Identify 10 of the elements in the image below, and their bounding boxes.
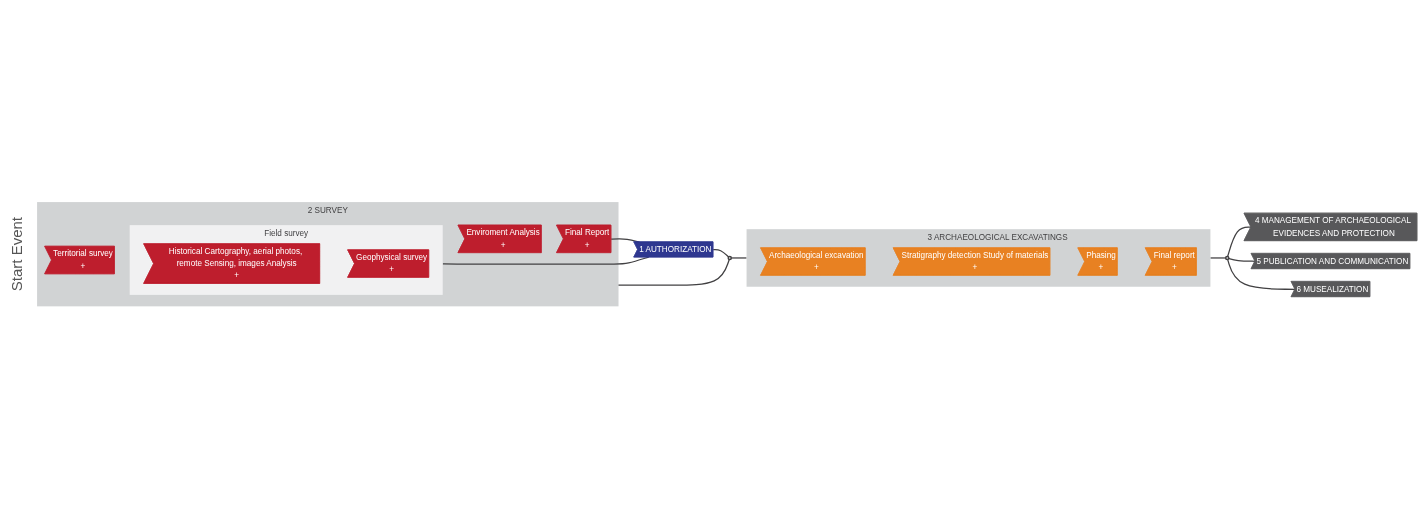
connector [1209,257,1227,259]
connector [1227,259,1296,291]
connector [617,259,730,287]
node-circle [1224,255,1230,261]
node-circle [727,255,733,261]
connector [1227,226,1252,258]
connector [712,249,730,258]
connector [1228,258,1256,263]
side-label: Start Event [8,217,25,292]
connector [730,257,748,259]
